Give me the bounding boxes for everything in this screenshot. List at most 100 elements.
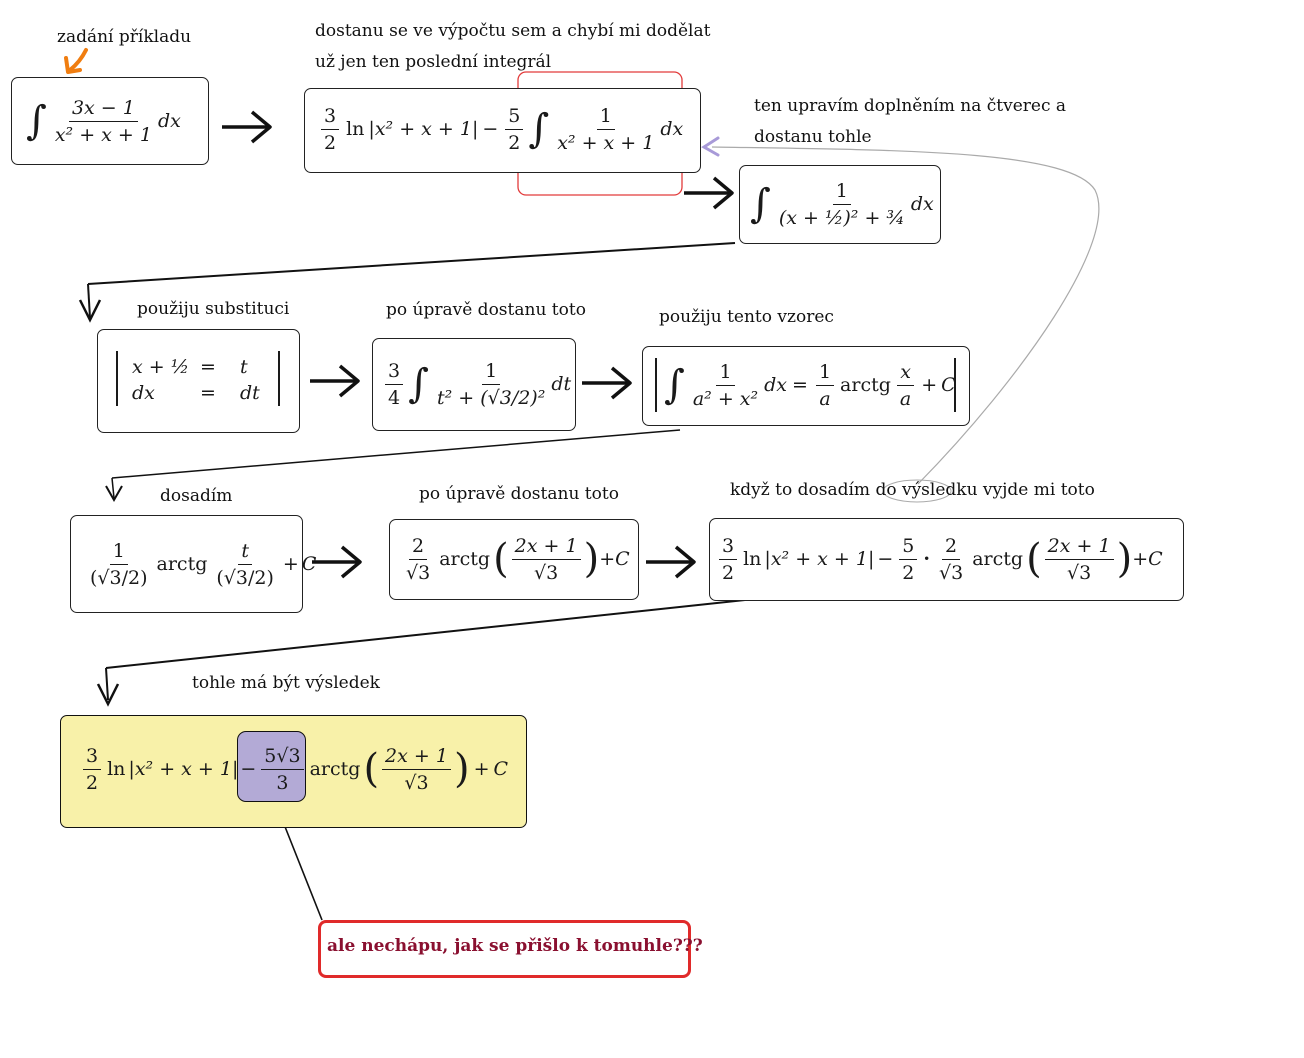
arrow-right-icon xyxy=(684,176,734,210)
expr-box-square xyxy=(739,165,941,244)
note-upravim-line2: dostanu tohle xyxy=(754,127,872,147)
fraction-numerator: 3 xyxy=(719,535,738,560)
fraction-numerator: 2 xyxy=(409,535,428,560)
highlight-box xyxy=(237,731,306,802)
constant-c: C xyxy=(301,553,317,575)
minus-sign: − xyxy=(877,548,894,570)
fraction-denominator: 2 xyxy=(722,561,735,584)
ln-function: ln xyxy=(107,758,126,780)
note-po-uprave-1: po úpravě dostanu toto xyxy=(386,300,586,320)
fraction-numerator: t xyxy=(241,539,249,562)
fraction-numerator: 3 xyxy=(321,105,340,130)
left-bar xyxy=(655,358,657,412)
equals-sign: = xyxy=(200,382,216,404)
fraction-numerator: 1 xyxy=(109,540,128,565)
word-circle xyxy=(882,479,952,503)
arrow-down-icon xyxy=(96,683,120,707)
orange-arrow-icon xyxy=(68,48,88,72)
fraction-denominator: a² + x² xyxy=(692,387,759,410)
fraction-numerator: 3x − 1 xyxy=(71,96,135,119)
arctg-function: arctg xyxy=(439,548,491,570)
integral-sign: ∫ xyxy=(664,362,685,408)
curve-arrowhead-icon xyxy=(701,136,720,157)
note-vysledek: tohle má být výsledek xyxy=(192,673,380,693)
arctg-function: arctg xyxy=(309,758,361,780)
fraction-denominator: x² + x + 1 xyxy=(54,123,152,146)
fraction-numerator: 1 xyxy=(716,361,735,386)
integral-sign: ∫ xyxy=(408,361,429,407)
fraction-numerator: x xyxy=(900,360,911,383)
fraction-denominator: √3 xyxy=(406,561,431,584)
fraction-denominator: √3 xyxy=(404,771,429,794)
expr-square: ∫ 1(x + ½)² + ¾ dx xyxy=(748,170,934,238)
differential: dx xyxy=(157,110,181,132)
fraction-denominator: 4 xyxy=(388,386,401,409)
fraction-denominator: √3 xyxy=(1067,561,1092,584)
expr-dosadim: 1(√3/2) arctg t(√3/2) +C xyxy=(84,524,316,604)
arrow-down-icon xyxy=(78,299,102,323)
expr-box-dosadim xyxy=(70,515,303,613)
sub-left: dx xyxy=(132,382,155,404)
fraction-numerator: 1 xyxy=(482,360,501,385)
ln-argument: |x² + x + 1| xyxy=(764,548,875,570)
right-bar xyxy=(278,351,280,406)
fraction-denominator: (√3/2) xyxy=(216,566,274,589)
fraction-denominator: x² + x + 1 xyxy=(557,131,655,154)
fraction-numerator: 2 xyxy=(942,535,961,560)
sub-left: x + ½ xyxy=(132,356,190,378)
left-bar xyxy=(116,351,118,406)
fraction-denominator: 2 xyxy=(902,561,915,584)
constant-c: C xyxy=(615,548,630,570)
constant-c: C xyxy=(1148,548,1163,570)
minus-sign: − xyxy=(240,758,257,780)
question-text: ale nechápu, jak se přišlo k tomuhle??? xyxy=(327,936,703,956)
fraction-denominator: 2 xyxy=(86,771,99,794)
arrow-right-icon xyxy=(646,545,696,579)
constant-c: C xyxy=(941,374,956,396)
fraction-numerator: 5 xyxy=(505,105,524,130)
ln-argument: |x² + x + 1| xyxy=(368,118,479,140)
substitution-row-2: dx = dt xyxy=(132,381,260,405)
sub-right: t xyxy=(240,356,248,378)
fraction-denominator: t² + (√3/2)² xyxy=(436,386,546,409)
arctg-function: arctg xyxy=(156,553,208,575)
expr-box-simplified xyxy=(389,519,639,600)
fraction-numerator: 1 xyxy=(815,361,835,386)
integral-sign: ∫ xyxy=(750,181,771,227)
ln-argument: |x² + x + 1| xyxy=(128,758,239,780)
fraction-denominator: a xyxy=(819,387,831,410)
arctg-function: arctg xyxy=(840,374,891,396)
fraction-denominator: 2 xyxy=(508,131,521,154)
fraction-numerator: 1 xyxy=(832,180,851,205)
right-bar xyxy=(954,358,956,412)
note-po-uprave-2: po úpravě dostanu toto xyxy=(419,484,619,504)
note-substituce: použiju substituci xyxy=(137,299,290,319)
fraction-numerator: 2x + 1 xyxy=(1047,534,1111,557)
note-upravim-line1: ten upravím doplněním na čtverec a xyxy=(754,96,1067,116)
differential: dx xyxy=(660,118,684,140)
fraction-numerator: 5 xyxy=(899,535,918,560)
note-dostanu-line2: už jen ten poslední integrál xyxy=(315,52,552,72)
arrow-right-icon xyxy=(310,364,360,398)
arrow-right-icon xyxy=(312,545,362,579)
fraction-denominator: √3 xyxy=(939,561,964,584)
fraction-denominator: (√3/2) xyxy=(90,566,148,589)
fraction-denominator: 3 xyxy=(276,771,289,794)
formula-box xyxy=(642,346,970,426)
differential: dx xyxy=(910,193,934,215)
note-dosadim: dosadím xyxy=(160,486,233,506)
fraction-numerator: 2x + 1 xyxy=(514,534,578,557)
fraction-numerator: 2x + 1 xyxy=(385,744,448,767)
substitution-box xyxy=(97,329,300,433)
expr-box-intermediate xyxy=(304,88,701,173)
fraction-denominator: √3 xyxy=(534,561,559,584)
integral-sign: ∫ xyxy=(26,98,47,144)
expr-box-combined xyxy=(709,518,1184,601)
fraction-numerator: 5√3 xyxy=(261,745,304,770)
